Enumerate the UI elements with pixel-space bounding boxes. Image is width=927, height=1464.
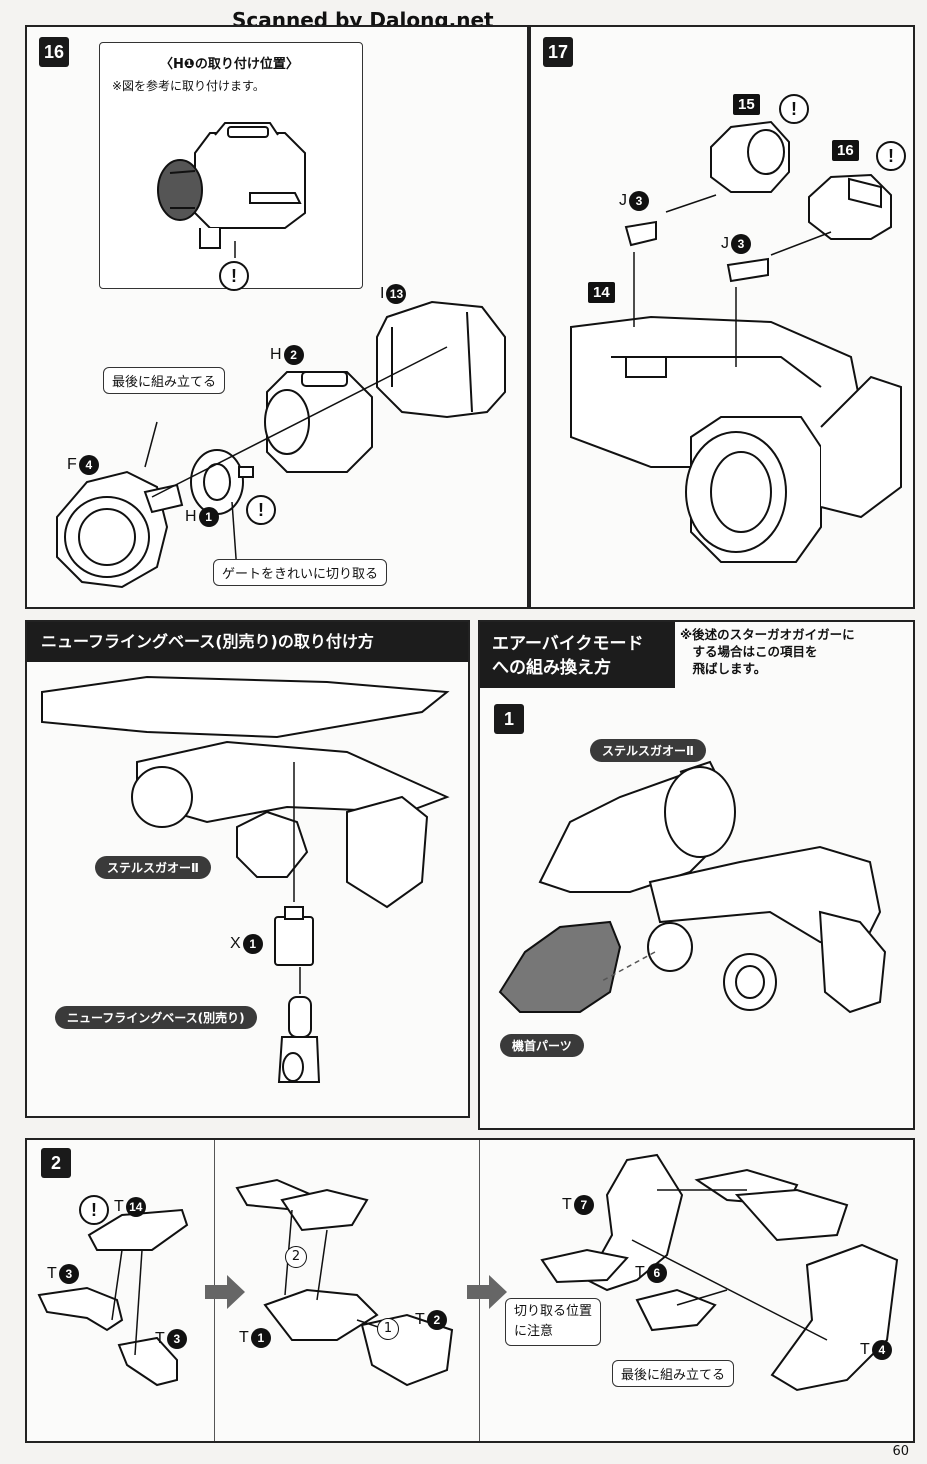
part-badge-16: 16 bbox=[832, 140, 859, 161]
airbike-title-line2: への組み換え方 bbox=[492, 658, 611, 678]
step16-assembly-illustration bbox=[56, 300, 506, 589]
airbike-illustration bbox=[498, 760, 887, 1014]
airbike-title-line1: エアーバイクモード bbox=[492, 634, 644, 654]
h1-position-illustration bbox=[157, 122, 306, 258]
part-badge-14: 14 bbox=[588, 282, 615, 303]
callout-cut-position: 切り取る位置 に注意 bbox=[505, 1298, 602, 1346]
airbike-skip-note: ※後述のスターガオガイガーに する場合はこの項目を 飛ばします。 bbox=[680, 627, 855, 676]
callout-assemble-last: 最後に組み立てる bbox=[103, 367, 226, 394]
order-marker-1: 1 bbox=[377, 1318, 399, 1340]
part-badge-15: 15 bbox=[733, 94, 760, 115]
label-nose-parts: 機首パーツ bbox=[500, 1034, 584, 1057]
airbike-panel: エアーバイクモード への組み換え方 ※後述のスターガオガイガーに する場合はこの… bbox=[478, 620, 915, 1130]
step2-number: 2 bbox=[41, 1148, 71, 1178]
callout-assemble-last-t: 最後に組み立てる bbox=[612, 1360, 735, 1387]
warning-icon: ! bbox=[246, 495, 276, 525]
warning-icon: ! bbox=[876, 141, 906, 171]
step2-panel: 2 bbox=[25, 1138, 915, 1443]
warning-icon: ! bbox=[79, 1195, 109, 1225]
page-number: 60 bbox=[892, 1444, 909, 1459]
airbike-title: エアーバイクモード への組み換え方 bbox=[480, 622, 675, 688]
step17-number: 17 bbox=[543, 37, 573, 67]
step16-number: 16 bbox=[39, 37, 69, 67]
flying-base-title: ニューフライングベース(別売り)の取り付け方 bbox=[27, 622, 468, 662]
step2-assembly-illustration bbox=[37, 1153, 899, 1392]
step17-panel: 17 15 ! bbox=[529, 25, 915, 609]
label-stealth-gao: ステルスガオーⅡ bbox=[95, 856, 211, 879]
warning-icon: ! bbox=[779, 94, 809, 124]
flying-base-illustration bbox=[41, 675, 450, 1083]
order-marker-2: 2 bbox=[285, 1246, 307, 1268]
inset-note: ※図を参考に取り付けます。 bbox=[112, 79, 265, 93]
label-stealth-gao-airbike: ステルスガオーⅡ bbox=[590, 739, 706, 762]
inset-title: 〈H❶の取り付け位置〉 bbox=[160, 57, 299, 72]
step16-panel: 16 〈H❶の取り付け位置〉 ※図を参考に取り付けます。 ! bbox=[25, 25, 529, 609]
step16-inset: 〈H❶の取り付け位置〉 ※図を参考に取り付けます。 ! bbox=[99, 42, 363, 291]
callout-cut-gate: ゲートをきれいに切り取る bbox=[213, 559, 388, 586]
warning-icon: ! bbox=[219, 261, 249, 291]
step17-assembly-illustration bbox=[570, 120, 902, 563]
label-flying-base: ニューフライングベース(別売り) bbox=[55, 1006, 257, 1029]
airbike-step-number: 1 bbox=[494, 704, 524, 734]
